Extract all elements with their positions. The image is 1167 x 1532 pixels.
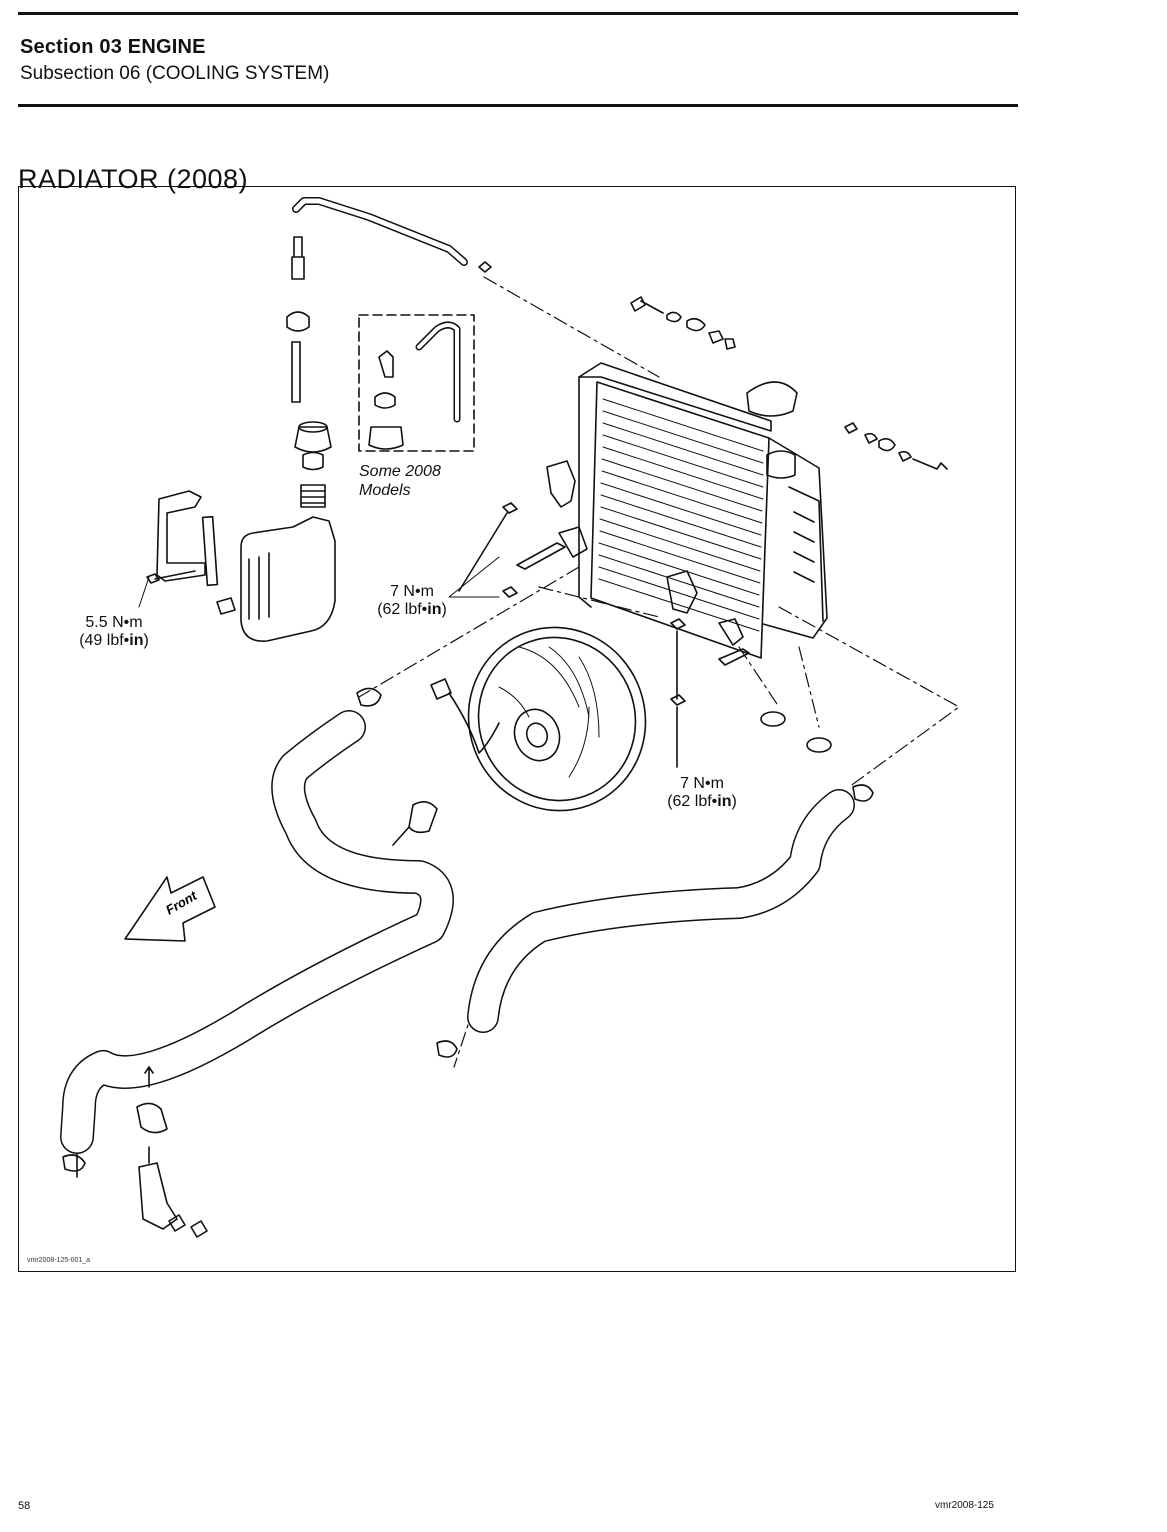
overflow-hose	[292, 197, 468, 266]
torque-tank-metric: 5.5 N•m	[85, 614, 143, 631]
some-models-line2: Models	[359, 482, 411, 499]
vent-tube	[291, 341, 301, 403]
torque-lower-imperial: (62 lbf•in)	[667, 793, 737, 810]
tank-nut	[216, 597, 236, 615]
header-top-rule	[18, 12, 1018, 15]
tank-bolt	[146, 570, 196, 584]
subsection-title: Subsection 06 (COOLING SYSTEM)	[20, 63, 330, 84]
coolant-tank	[240, 516, 336, 642]
torque-tank-imperial: (49 lbf•in)	[79, 632, 149, 649]
tank-cap	[294, 426, 332, 453]
hose-clamp-right	[852, 784, 874, 802]
tank-neck	[300, 484, 326, 508]
upper-bolt-right	[844, 422, 948, 470]
page-number: 58	[18, 1500, 31, 1512]
exploded-view-figure: Front Some 2008 Models 5.5 N•m (49 lbf•i…	[18, 186, 1016, 1272]
header-bottom-rule	[18, 104, 1018, 107]
some-models-box	[358, 314, 475, 452]
torque-callout-tank: 5.5 N•m (49 lbf•in)	[59, 614, 169, 650]
torque-upper-imperial: (62 lbf•in)	[377, 601, 447, 618]
tank-bracket	[156, 490, 206, 582]
front-arrow	[124, 876, 216, 942]
cooling-fan	[467, 626, 647, 812]
torque-lower-metric: 7 N•m	[680, 775, 724, 792]
figure-id: vmr2008-125-001_a	[27, 1257, 91, 1264]
radiator-exploded-drawing: Front	[60, 197, 960, 1238]
hose-support-bracket	[136, 1102, 168, 1134]
document-id: vmr2008-125	[935, 1500, 994, 1511]
upper-mount-bracket	[546, 460, 576, 508]
section-title: Section 03 ENGINE	[20, 36, 206, 58]
tank-strap	[201, 515, 219, 587]
radiator-core	[578, 362, 828, 659]
hose-clamp-left	[62, 1154, 86, 1172]
radiator-cap	[746, 381, 798, 417]
hose-clip	[478, 261, 492, 273]
hose-clamp-bottom	[436, 1040, 458, 1058]
hose-clamp-middle	[408, 801, 438, 834]
lower-mount-bracket	[666, 570, 698, 614]
torque-callout-upper: 7 N•m (62 lbf•in)	[357, 583, 467, 619]
grommet-left	[760, 711, 786, 727]
fan-connector	[430, 678, 500, 754]
torque-upper-metric: 7 N•m	[390, 583, 434, 600]
some-models-note: Some 2008 Models	[359, 462, 441, 500]
tank-cap-grommet	[286, 311, 310, 332]
radiator-filler-neck	[766, 450, 796, 479]
vent-fitting	[291, 236, 305, 280]
hose-clamp-upper	[356, 687, 382, 707]
tank-cap-seal	[302, 451, 324, 471]
mount-bolt	[502, 502, 686, 706]
grommet-right	[806, 737, 832, 753]
page-title: RADIATOR (2008)	[18, 164, 249, 195]
some-models-line1: Some 2008	[359, 463, 441, 480]
torque-callout-lower: 7 N•m (62 lbf•in)	[647, 775, 757, 811]
upper-bolt-left	[630, 296, 664, 314]
